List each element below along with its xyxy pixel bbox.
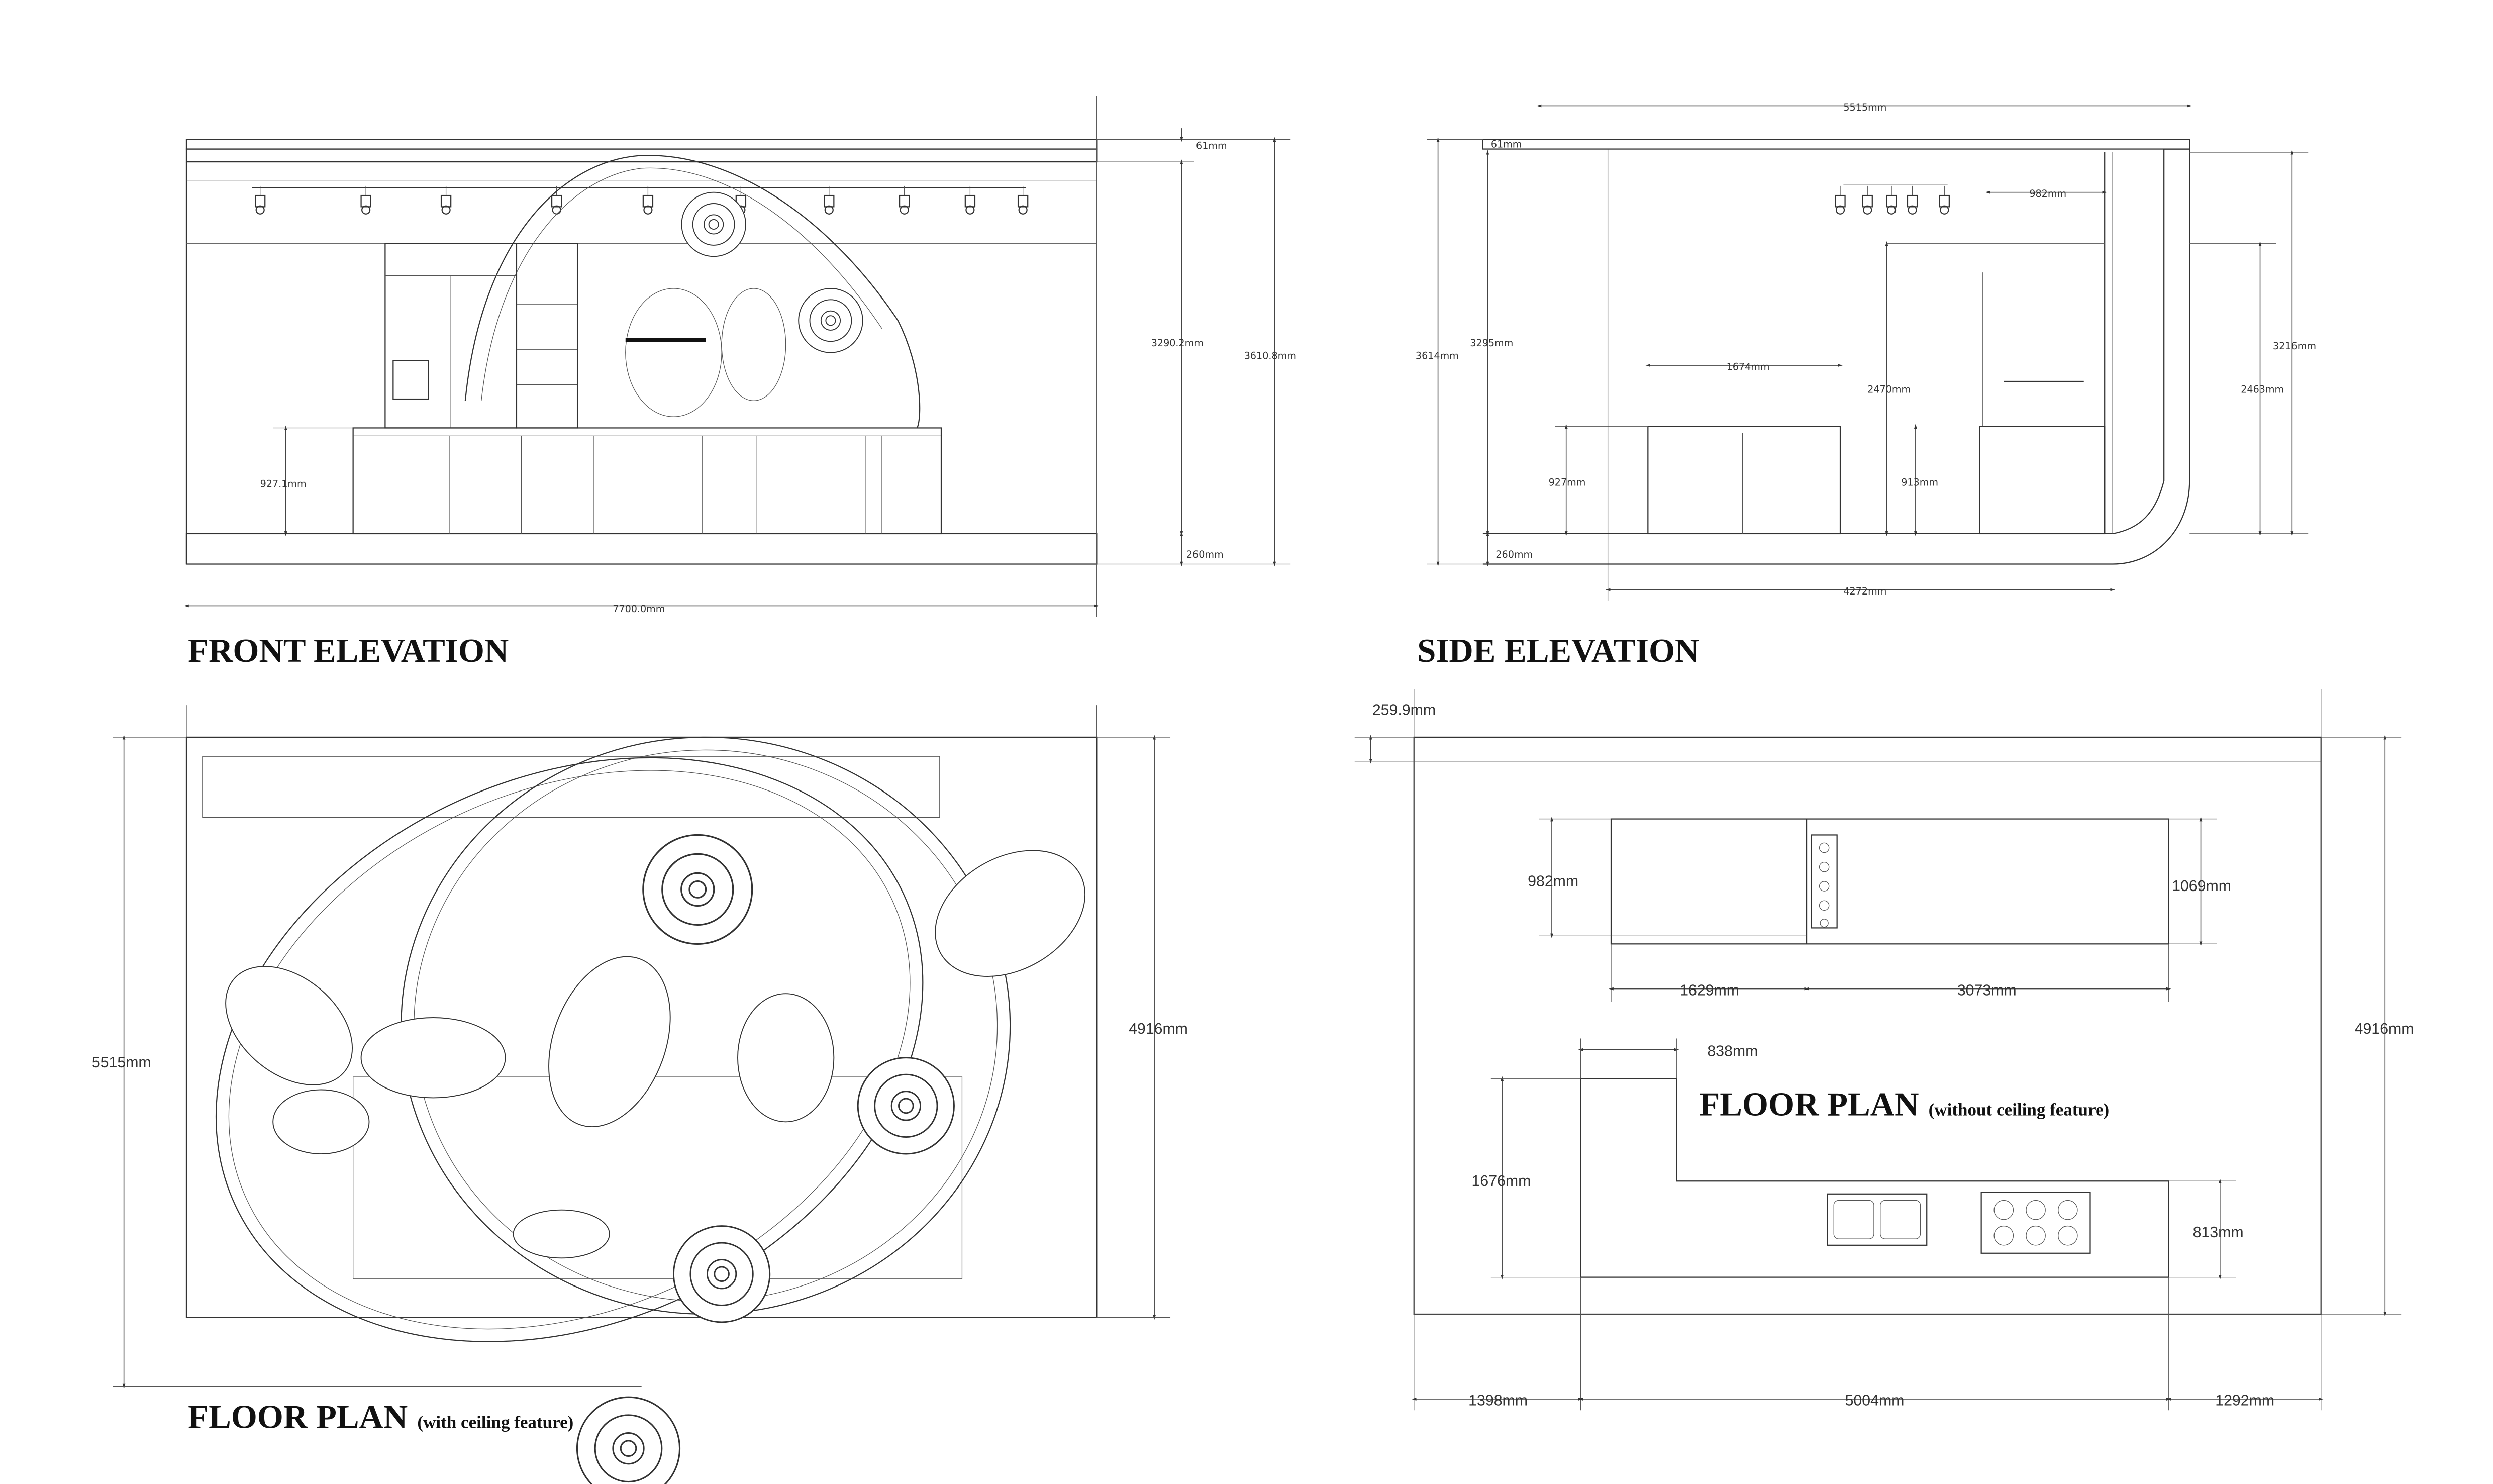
dim-label: 1398mm (1468, 1393, 1528, 1409)
cooktop (1980, 1192, 2091, 1254)
dim-label: 1674mm (1727, 361, 1770, 373)
dim-label: 927.1mm (260, 478, 307, 489)
curved-ceiling-return (2112, 148, 2190, 565)
spotlights (1835, 185, 1950, 215)
ceiling-leaves (225, 850, 1086, 1259)
dim-label: 1069mm (2172, 878, 2231, 895)
dim-label: 5004mm (1845, 1393, 1905, 1409)
spotlights (254, 185, 1029, 215)
dim-label: 3216mm (2273, 340, 2316, 352)
dim-label: 3295mm (1470, 337, 1513, 349)
base-cabinets (352, 427, 942, 535)
dim-label: 260mm (1495, 549, 1533, 560)
dim-label: 3073mm (1957, 982, 2017, 999)
dim-label: 3614mm (1416, 350, 1459, 361)
dim-label: 61mm (1196, 140, 1227, 152)
ceiling-feature-arch (464, 155, 921, 428)
title-text: FLOOR PLAN (1699, 1086, 1919, 1123)
dim-label: 61mm (1491, 138, 1522, 150)
dim-label: 838mm (1707, 1043, 1758, 1060)
rear-cabinet (1979, 426, 2106, 535)
sink (1827, 1193, 1928, 1246)
dim-label: 5515mm (1843, 102, 1886, 113)
floor-plan-without-ceiling: 259.9mm 982mm 1069mm 1629mm 3073mm 838mm… (1354, 689, 2414, 1411)
front-elevation-title: FRONT ELEVATION (188, 632, 509, 669)
dim-label: 1629mm (1680, 982, 1739, 999)
island-side (1647, 426, 1841, 535)
title-text: FLOOR PLAN (188, 1398, 408, 1435)
dim-label: 2470mm (1867, 383, 1911, 395)
dim-label: 4916mm (1129, 1021, 1188, 1037)
dim-label: 3610.8mm (1244, 350, 1297, 361)
floor-plan-ceiling-title: FLOOR PLAN (with ceiling feature) (188, 1398, 573, 1435)
dim-label: 5515mm (92, 1054, 151, 1071)
dim-label: 1292mm (2215, 1393, 2274, 1409)
subtitle-text: (without ceiling feature) (1929, 1100, 2110, 1120)
dim-label: 2463mm (2241, 383, 2284, 395)
dim-label: 7700.0mm (613, 603, 665, 615)
subtitle-text: (with ceiling feature) (417, 1412, 573, 1432)
floor-plan-plain-title: FLOOR PLAN (without ceiling feature) (1699, 1086, 2109, 1123)
dim-label: 927mm (1549, 476, 1586, 488)
hob-rings (1811, 834, 1838, 929)
dim-label: 1676mm (1472, 1173, 1531, 1190)
front-elevation: 61mm 3290.2mm 3610.8mm 927.1mm 260mm 770… (184, 96, 1297, 669)
side-elevation-title: SIDE ELEVATION (1417, 632, 1699, 669)
dim-label: 4272mm (1843, 585, 1886, 597)
floor-plan-with-ceiling: 5515mm 4916mm FLOOR PLAN (with ceiling fe… (92, 705, 1188, 1484)
side-elevation: 5515mm 61mm 3614mm 3295mm 1674mm 927mm 2… (1416, 102, 2316, 669)
back-counter (1610, 818, 2169, 945)
shelving (516, 243, 578, 429)
dim-label: 3290.2mm (1151, 337, 1204, 349)
dim-label: 982mm (1528, 873, 1578, 890)
dim-label: 813mm (2193, 1224, 2244, 1241)
dim-label: 259.9mm (1372, 702, 1436, 718)
dim-label: 913mm (1901, 476, 1938, 488)
dim-label: 260mm (1186, 549, 1224, 560)
dim-label: 4916mm (2355, 1021, 2414, 1037)
dim-label: 982mm (2029, 188, 2066, 200)
